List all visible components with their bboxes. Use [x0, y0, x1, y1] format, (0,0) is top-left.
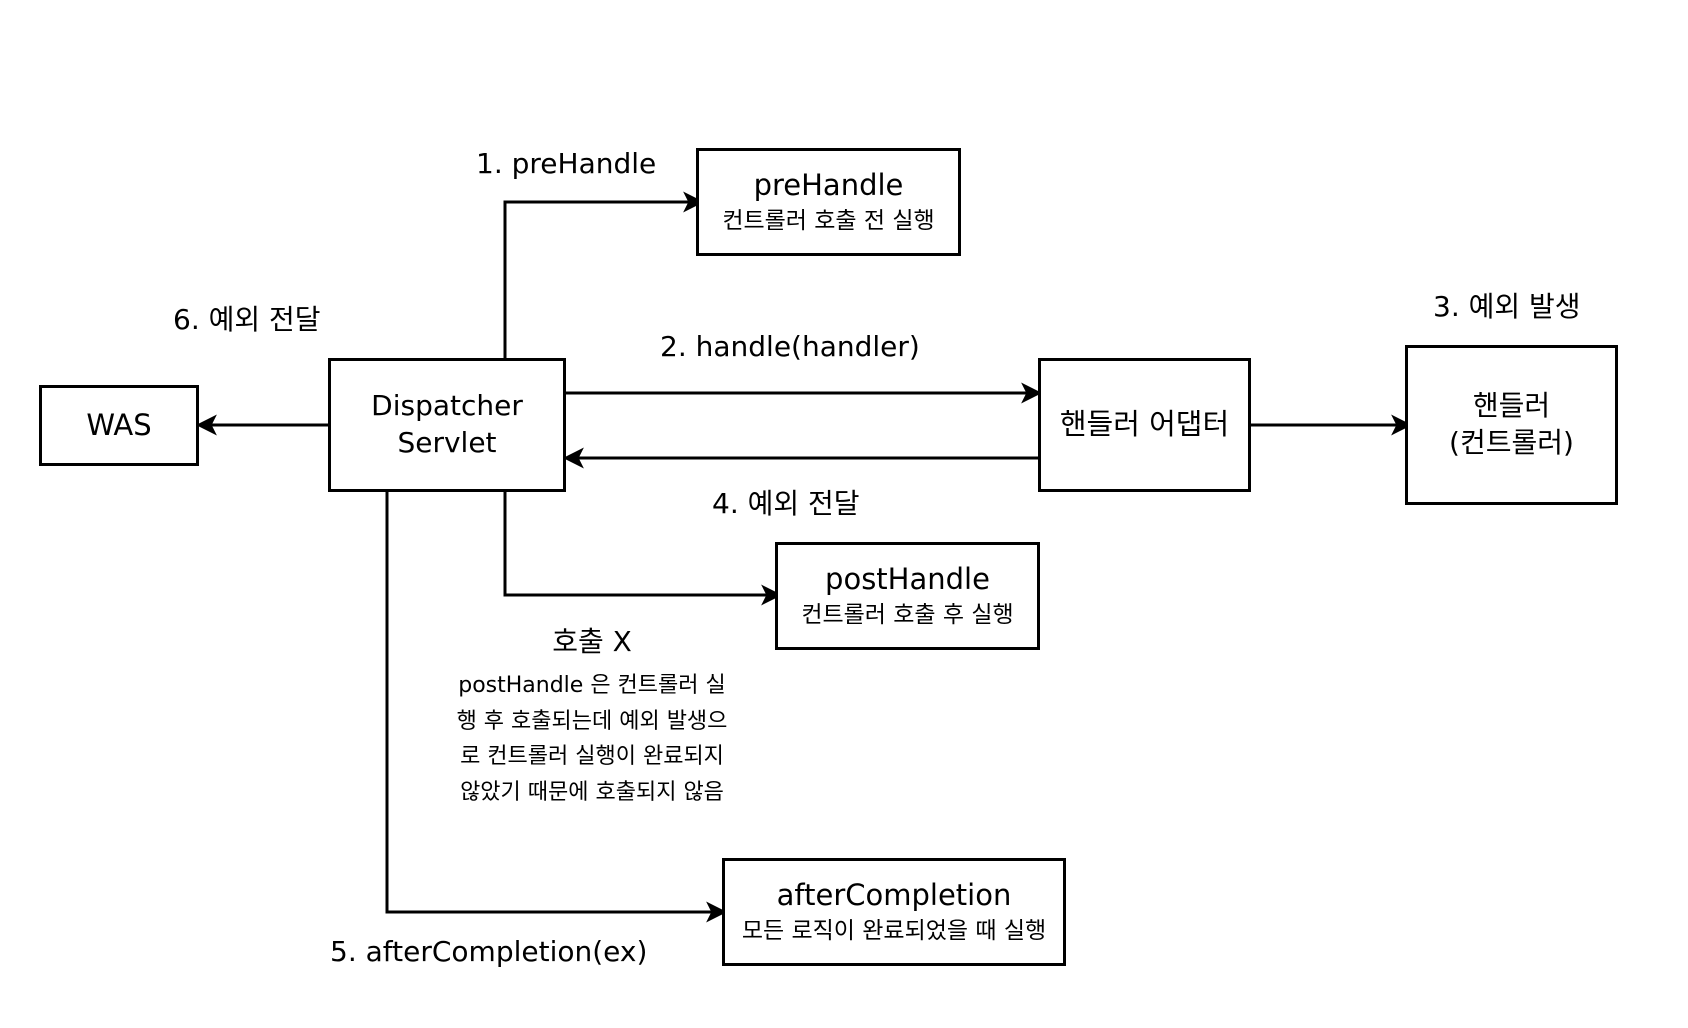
handler-controller-box: 핸들러 (컨트롤러) — [1405, 345, 1618, 505]
prehandle-description: 컨트롤러 호출 전 실행 — [722, 207, 935, 234]
handler-controller-label: 핸들러 (컨트롤러) — [1449, 389, 1574, 459]
step4-label: 4. 예외 전달 — [712, 487, 860, 520]
aftercompletion-description: 모든 로직이 완료되었을 때 실행 — [741, 917, 1047, 944]
posthandle-description: 컨트롤러 호출 후 실행 — [801, 601, 1014, 628]
handler-adapter-label: 핸들러 어댑터 — [1059, 407, 1230, 442]
aftercompletion-box: afterCompletion 모든 로직이 완료되었을 때 실행 — [722, 858, 1066, 966]
note-heading: 호출 X — [552, 625, 632, 658]
posthandle-arrow — [503, 492, 783, 606]
posthandle-title: postHandle — [825, 562, 990, 597]
was-label: WAS — [86, 407, 152, 442]
posthandle-skipped-note: 호출 X postHandle 은 컨트롤러 실 행 후 호출되는데 예외 발생… — [420, 620, 764, 811]
dispatcher-servlet-box: Dispatcher Servlet — [328, 358, 566, 492]
prehandle-title: preHandle — [753, 168, 904, 203]
prehandle-box: preHandle 컨트롤러 호출 전 실행 — [696, 148, 961, 256]
posthandle-box: postHandle 컨트롤러 호출 후 실행 — [775, 542, 1040, 650]
step2-label: 2. handle(handler) — [660, 330, 920, 363]
step6-label: 6. 예외 전달 — [173, 303, 321, 336]
aftercompletion-title: afterCompletion — [776, 878, 1012, 913]
step3-label: 3. 예외 발생 — [1433, 290, 1581, 323]
aftercompletion-arrow — [385, 492, 728, 923]
note-body: postHandle 은 컨트롤러 실 행 후 호출되는데 예외 발생으 로 컨… — [456, 673, 728, 805]
dispatcher-servlet-label: Dispatcher Servlet — [371, 389, 523, 459]
was-box: WAS — [39, 385, 199, 466]
step5-label: 5. afterCompletion(ex) — [330, 935, 648, 968]
prehandle-arrow — [503, 191, 705, 358]
step1-label: 1. preHandle — [476, 147, 657, 180]
handler-adapter-box: 핸들러 어댑터 — [1038, 358, 1251, 492]
